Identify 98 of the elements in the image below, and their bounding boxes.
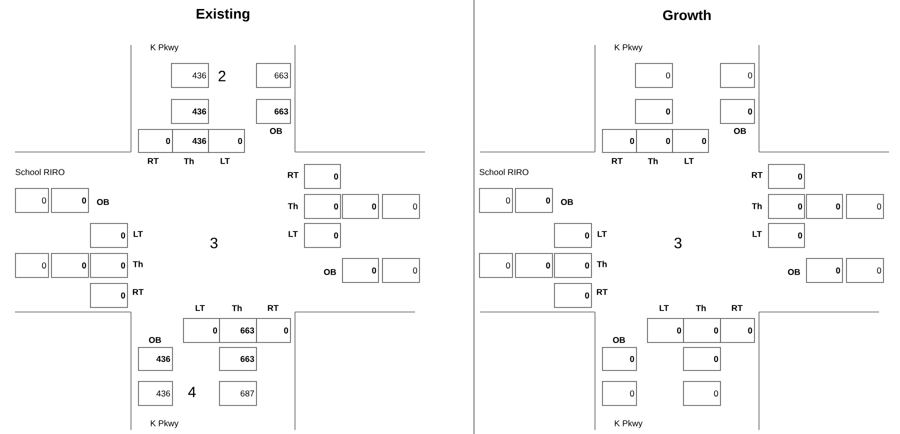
volume-box: 0 [683,318,721,343]
volume-box: 0 [720,99,755,124]
volume-box: 0 [635,99,673,124]
lane-label: OB [788,269,800,275]
lane-label: LT [684,158,694,164]
volume-box: 0 [382,258,420,283]
volume-box: 0 [554,283,592,308]
volume-box: 0 [602,381,637,406]
volume-box: 0 [683,347,721,371]
volume-box: 0 [768,223,805,248]
lane-label: Th [132,260,143,268]
lane-label: RT [148,158,159,164]
lane-label: Th [184,158,194,164]
volume-box: 0 [479,253,513,278]
volume-box: 687 [219,381,257,406]
volume-box: 0 [846,258,884,283]
volume-box: 663 [256,63,291,88]
lane-label: RT [732,305,743,311]
lane-label: OB [612,337,625,343]
volume-box: 0 [806,258,843,283]
volume-box: 0 [768,194,805,219]
lane-label: OB [324,269,336,275]
intersection-number: 3 [210,238,218,248]
volume-box: 0 [683,381,721,406]
lane-label: RT [288,172,299,178]
intersection-number: 4 [188,386,196,398]
lane-label: LT [752,231,762,237]
volume-box: 0 [635,63,673,88]
panel-title: Growth [663,10,711,20]
volume-box: 0 [672,129,709,153]
lane-label: RT [596,289,608,295]
volume-box: 0 [846,194,884,219]
volume-box: 0 [647,318,684,343]
panel-title: Existing [196,8,250,22]
volume-box: 0 [15,188,49,213]
volume-box: 0 [51,188,89,213]
volume-box: 663 [219,318,257,343]
street-name: School RIRO [16,168,64,176]
volume-box: 0 [720,318,755,343]
volume-box: 0 [256,318,291,343]
volume-box: 436 [171,63,209,88]
volume-box: 0 [304,223,341,248]
lane-label: OB [560,199,573,205]
street-name: K Pkwy [614,420,643,428]
volume-box: 0 [90,283,128,308]
volume-box: 436 [171,99,209,124]
volume-box: 0 [342,258,379,283]
volume-box: 0 [90,253,128,278]
volume-box: 0 [51,253,89,278]
lane-label: OB [148,337,161,343]
volume-box: 0 [720,63,755,88]
volume-box: 0 [208,129,245,153]
volume-box: 0 [342,194,379,219]
street-name: K Pkwy [150,44,179,52]
volume-box: 436 [172,129,209,153]
lane-label: Th [648,158,658,164]
volume-box: 0 [602,347,637,371]
volume-box: 0 [554,253,592,278]
lane-label: RT [132,289,144,295]
volume-box: 0 [183,318,220,343]
volume-box: 663 [256,99,291,124]
lane-label: OB [96,199,109,205]
intersection-number: 2 [218,70,226,82]
street-name: K Pkwy [614,44,643,52]
intersection-number: 3 [674,238,682,248]
lane-label: RT [752,172,763,178]
volume-box: 0 [602,129,637,153]
volume-box: 0 [382,194,420,219]
volume-box: 0 [554,223,592,248]
volume-box: 436 [138,347,173,371]
lane-label: Th [752,202,762,210]
volume-box: 663 [219,347,257,371]
street-name: K Pkwy [150,420,179,428]
volume-box: 0 [304,194,341,219]
volume-box: 0 [304,164,341,189]
volume-box: 0 [15,253,49,278]
lane-label: Th [232,304,242,312]
lane-label: LT [598,231,607,237]
lane-label: LT [134,231,143,237]
volume-box: 0 [768,164,805,189]
lane-label: LT [196,305,205,311]
lane-label: RT [268,305,279,311]
lane-label: LT [220,158,230,164]
lane-label: RT [612,158,623,164]
lane-label: Th [696,304,706,312]
volume-box: 0 [90,223,128,248]
street-name: School RIRO [480,168,528,176]
volume-box: 0 [806,194,843,219]
volume-box: 0 [479,188,513,213]
volume-box: 0 [515,188,553,213]
volume-box: 436 [138,381,173,406]
lane-label: Th [288,202,298,210]
volume-box: 0 [138,129,173,153]
lane-label: LT [660,305,669,311]
volume-box: 0 [515,253,553,278]
volume-box: 0 [636,129,673,153]
lane-label: LT [288,231,298,237]
lane-label: Th [596,260,607,268]
